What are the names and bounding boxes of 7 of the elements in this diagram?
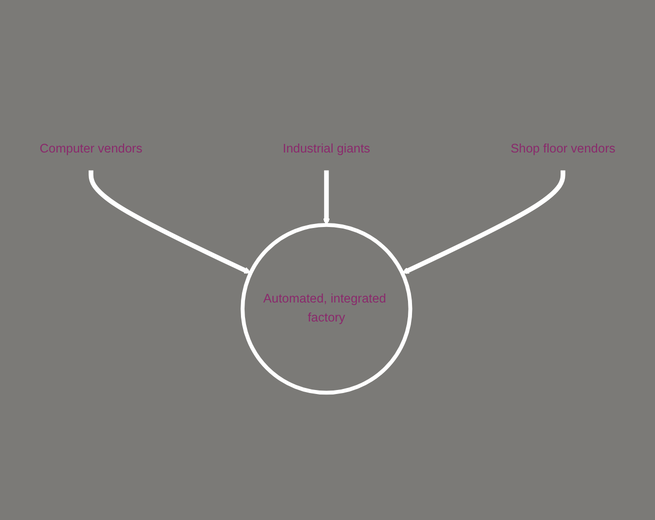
node-text: Industrial giants — [282, 142, 370, 156]
arrow — [402, 170, 566, 274]
node-circle: Automated, integrated factory — [240, 222, 412, 394]
arrow — [88, 170, 251, 274]
arrow — [323, 170, 330, 225]
node-text: Computer vendors — [40, 142, 142, 156]
node-text: Shop floor vendors — [510, 142, 616, 156]
